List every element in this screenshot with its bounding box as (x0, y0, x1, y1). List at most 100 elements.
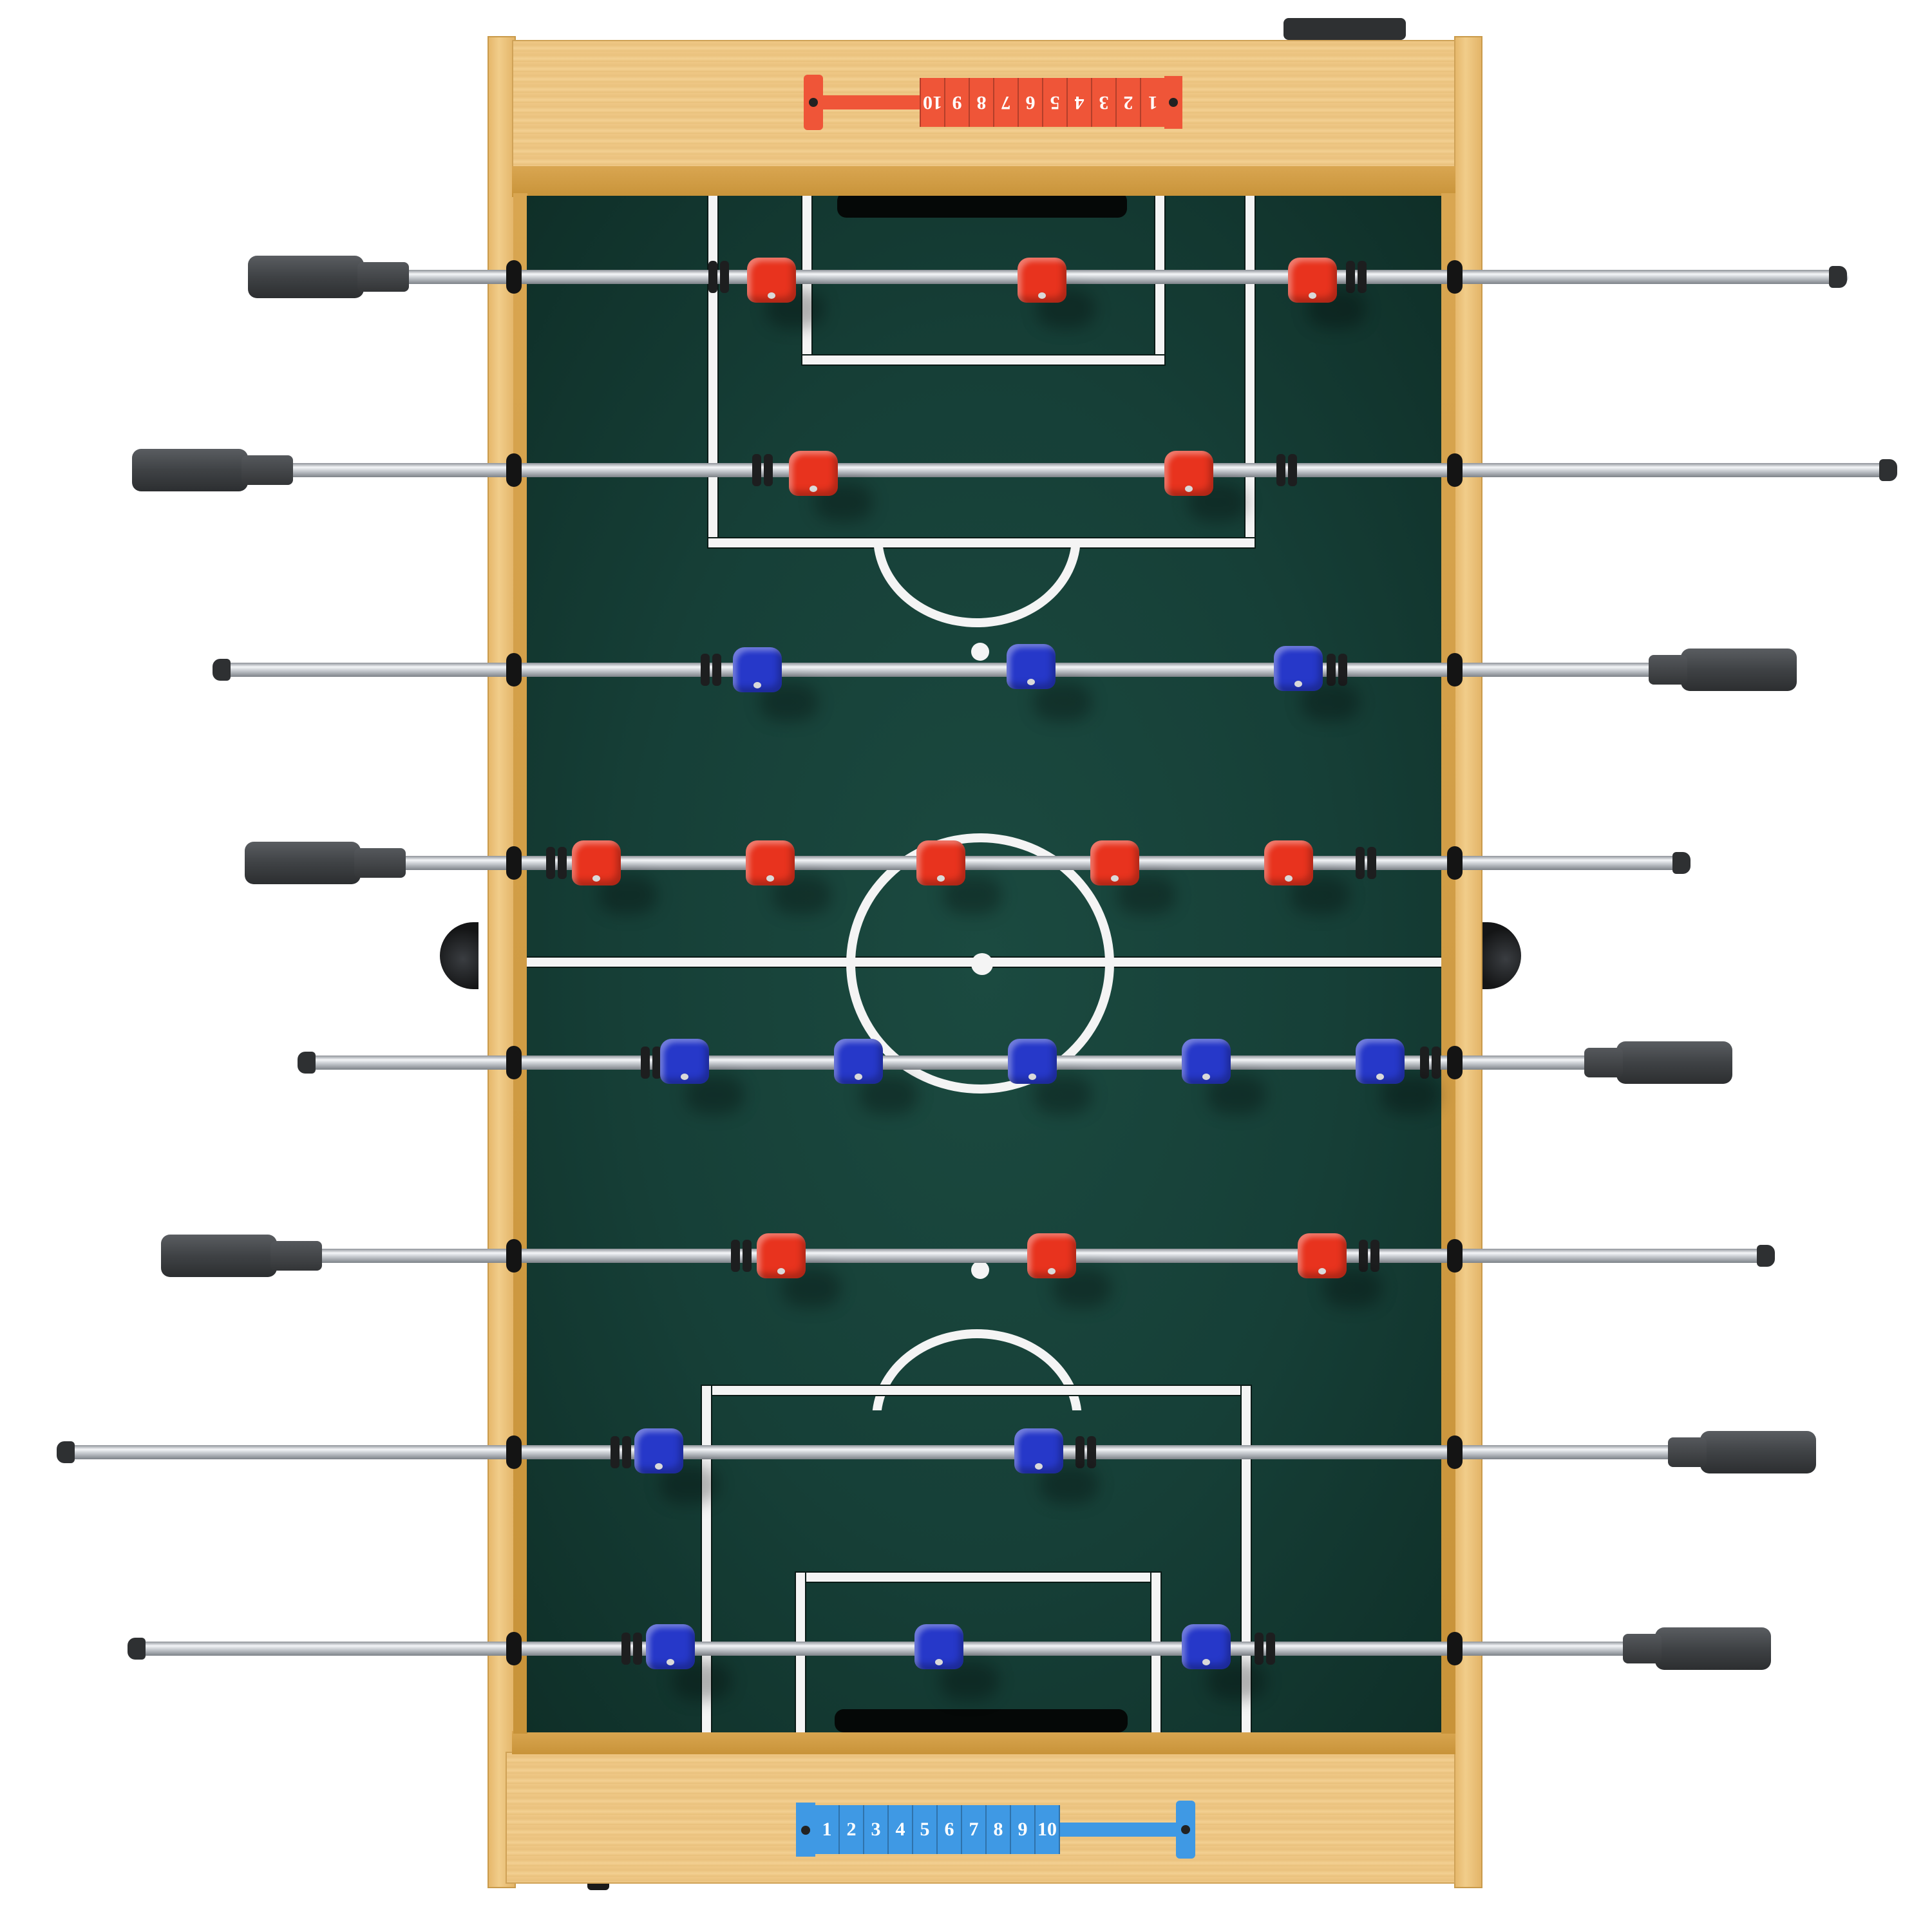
red-player[interactable] (1264, 840, 1313, 886)
rod-handle[interactable] (132, 449, 248, 491)
rod-shaft[interactable] (135, 1642, 1662, 1656)
score-tile[interactable]: 3 (1091, 78, 1115, 127)
playing-field (527, 196, 1441, 1732)
screw-icon (1169, 98, 1178, 107)
blue-player[interactable] (914, 1624, 963, 1669)
score-tile[interactable]: 1 (1140, 78, 1164, 127)
blue-player[interactable] (646, 1624, 695, 1669)
score-tile[interactable]: 6 (1018, 78, 1042, 127)
rod-bumper (633, 1633, 642, 1665)
rod-shaft[interactable] (309, 270, 1848, 284)
rod-shaft[interactable] (64, 1445, 1700, 1459)
blue-player[interactable] (733, 647, 782, 692)
score-tile[interactable]: 9 (944, 78, 969, 127)
score-tile[interactable]: 7 (993, 78, 1018, 127)
rod-shaft[interactable] (335, 856, 1687, 870)
rod-shaft[interactable] (303, 1056, 1623, 1070)
score-tile[interactable]: 10 (1036, 1805, 1060, 1854)
blue-player[interactable] (1008, 1039, 1057, 1084)
red-player[interactable] (1018, 258, 1066, 303)
red-player[interactable] (1090, 840, 1139, 886)
red-player[interactable] (1298, 1233, 1347, 1278)
red-player[interactable] (746, 840, 795, 886)
rod-bumper (1432, 1046, 1441, 1079)
score-tile[interactable]: 5 (1042, 78, 1066, 127)
score-tile[interactable]: 7 (962, 1805, 987, 1854)
rod-end-cap (1879, 459, 1897, 481)
score-tile[interactable]: 4 (1066, 78, 1091, 127)
rod-bumper (546, 847, 555, 879)
rod-handle[interactable] (1616, 1041, 1732, 1084)
red-player[interactable] (757, 1233, 806, 1278)
rod-handle-neck (1649, 655, 1687, 685)
rod-shaft[interactable] (193, 463, 1893, 477)
score-slider-bar[interactable] (823, 95, 920, 109)
screw-icon (1181, 1825, 1190, 1834)
rod-handle[interactable] (1681, 649, 1797, 691)
blue-player[interactable] (1182, 1039, 1231, 1084)
score-end-cap (796, 1803, 815, 1857)
rod-handle[interactable] (161, 1235, 277, 1277)
rod-handle[interactable] (1655, 1627, 1771, 1670)
red-player[interactable] (789, 451, 838, 496)
rod-handle[interactable] (245, 842, 361, 884)
score-slider-track[interactable] (1176, 1801, 1195, 1859)
score-tile[interactable]: 2 (840, 1805, 864, 1854)
score-slider-bar[interactable] (1060, 1823, 1176, 1837)
rod-bumper (701, 654, 710, 686)
rod-bumper (1276, 454, 1285, 486)
rod-bearing (506, 1046, 522, 1079)
score-tile[interactable]: 4 (889, 1805, 913, 1854)
rod-bumper (731, 1240, 740, 1272)
rod-bearing (1447, 1632, 1463, 1665)
goal-top (837, 196, 1127, 218)
score-tile[interactable]: 3 (864, 1805, 889, 1854)
score-tile[interactable]: 10 (920, 78, 944, 127)
red-player[interactable] (1027, 1233, 1076, 1278)
rod-handle[interactable] (248, 256, 364, 298)
score-tile[interactable]: 6 (938, 1805, 962, 1854)
blue-player[interactable] (1014, 1428, 1063, 1473)
red-score-counter[interactable]: 10 9 8 7 6 5 4 3 2 1 (804, 75, 1182, 130)
screw-icon (809, 98, 818, 107)
red-player[interactable] (1164, 451, 1213, 496)
rod-bumper (1370, 1240, 1379, 1272)
rod-bumper (621, 1633, 630, 1665)
rod-bearing (506, 653, 522, 687)
blue-player[interactable] (1007, 644, 1056, 689)
rod-bumper (1367, 847, 1376, 879)
score-slider-track[interactable] (804, 75, 823, 130)
score-tile[interactable]: 2 (1115, 78, 1140, 127)
blue-player[interactable] (660, 1039, 709, 1084)
rod-bumper (558, 847, 567, 879)
ball-return-cup-right[interactable] (1482, 922, 1521, 989)
rod-bearing (1447, 1046, 1463, 1079)
blue-player[interactable] (634, 1428, 683, 1473)
score-tile[interactable]: 8 (987, 1805, 1011, 1854)
score-tile[interactable]: 1 (815, 1805, 840, 1854)
rod-handle-neck (242, 455, 293, 485)
rod-bumper (1358, 261, 1367, 293)
score-tile[interactable]: 5 (913, 1805, 938, 1854)
blue-player[interactable] (1356, 1039, 1405, 1084)
blue-player[interactable] (1274, 646, 1323, 691)
rod-bearing (506, 846, 522, 880)
rod-bumper (1288, 454, 1297, 486)
red-player[interactable] (747, 258, 796, 303)
rod-handle[interactable] (1700, 1431, 1816, 1473)
score-tile[interactable]: 8 (969, 78, 993, 127)
blue-player[interactable] (1182, 1624, 1231, 1669)
blue-score-counter[interactable]: 1 2 3 4 5 6 7 8 9 10 (796, 1801, 1195, 1859)
rod-bumper (1266, 1633, 1275, 1665)
rod-end-cap (128, 1638, 146, 1660)
rod-bearing (1447, 1239, 1463, 1273)
red-player[interactable] (916, 840, 965, 886)
red-player[interactable] (572, 840, 621, 886)
red-player[interactable] (1288, 258, 1337, 303)
rod-shaft[interactable] (270, 1249, 1771, 1263)
ball-return-cup-left[interactable] (440, 922, 478, 989)
rod-bumper (1338, 654, 1347, 686)
blue-player[interactable] (834, 1039, 883, 1084)
score-tile[interactable]: 9 (1011, 1805, 1036, 1854)
rod-bearing (506, 1435, 522, 1469)
